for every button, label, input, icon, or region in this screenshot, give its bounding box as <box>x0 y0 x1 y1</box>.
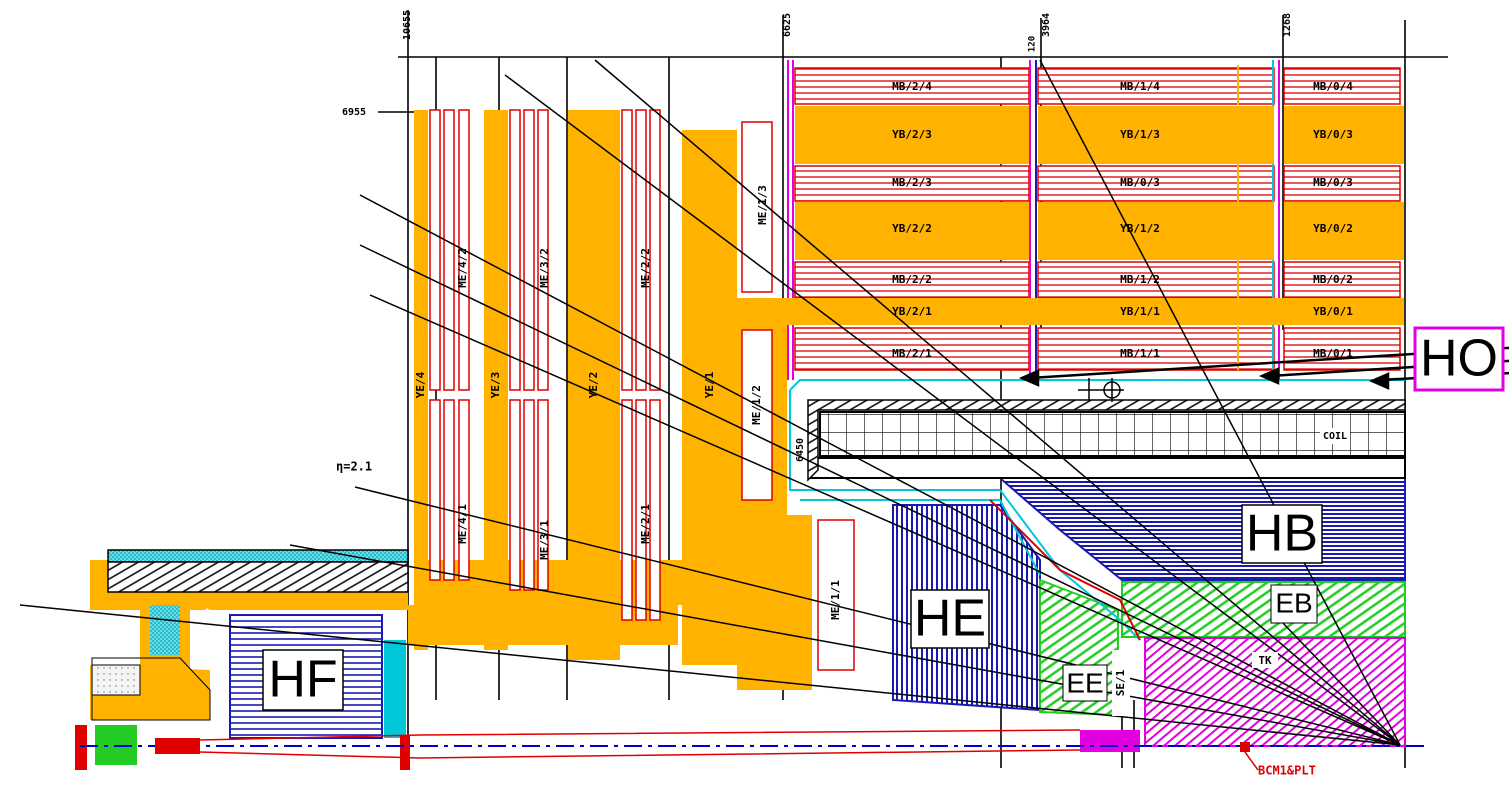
label-mb-0-1: MB/0/1 <box>1313 347 1353 360</box>
label-ho: HO <box>1420 330 1498 388</box>
yb-labels: YB/2/3 YB/1/3 YB/0/3 YB/2/2 YB/1/2 YB/0/… <box>892 128 1353 318</box>
label-mb-1-1: MB/1/1 <box>1120 347 1160 360</box>
label-mb-0-4: MB/0/4 <box>1313 80 1353 93</box>
label-ye-2: YE/2 <box>587 372 600 399</box>
label-coil: COIL <box>1323 431 1347 442</box>
label-yb-0-1: YB/0/1 <box>1313 305 1353 318</box>
mb-1-3-body <box>1037 165 1275 202</box>
label-yb-1-1: YB/1/1 <box>1120 305 1160 318</box>
label-ee: EE <box>1066 667 1103 698</box>
label-yb-2-2: YB/2/2 <box>892 222 932 235</box>
label-tk: TK <box>1258 654 1272 667</box>
dim-6450: 6450 <box>795 438 806 462</box>
crosshairs <box>1078 378 1124 402</box>
mb-2-1-body <box>794 327 1030 371</box>
mb-0-2-body <box>1283 261 1401 299</box>
label-yb-2-3: YB/2/3 <box>892 128 932 141</box>
label-mb-2-2: MB/2/2 <box>892 273 932 286</box>
eta-lines <box>19 59 1401 746</box>
barrel-muon-chambers <box>794 67 1401 371</box>
label-me-4-2: ME/4/2 <box>456 248 469 288</box>
mb-1-4-body <box>1037 67 1275 105</box>
label-mb-0-2: MB/0/2 <box>1313 273 1353 286</box>
dim-120: 120 <box>1028 36 1038 52</box>
label-me-3-2: ME/3/2 <box>538 248 551 288</box>
dim-6625: 6625 <box>782 13 793 37</box>
label-ye-3: YE/3 <box>489 372 502 399</box>
service-line <box>989 499 1141 641</box>
label-ye-4: YE/4 <box>414 371 427 398</box>
dim-6955: 6955 <box>342 107 366 118</box>
label-mb-2-1: MB/2/1 <box>892 347 932 360</box>
label-hb: HB <box>1246 505 1318 563</box>
subdetector-labels: HF HE HB HO EB EE SE/1 TK COIL BCM1&PLT <box>262 326 1505 778</box>
mb-0-1-body <box>1283 327 1401 371</box>
label-me-1-3: ME/1/3 <box>756 185 769 225</box>
wheel-gaps <box>787 60 1280 380</box>
dim-3964: 3964 <box>1041 13 1052 37</box>
endcap-labels: YE/4 YE/3 YE/2 YE/1 ME/4/2 ME/3/2 ME/2/2… <box>414 185 842 620</box>
label-yb-1-2: YB/1/2 <box>1120 222 1160 235</box>
label-hf: HF <box>268 651 337 709</box>
dim-1268: 1268 <box>1282 13 1293 37</box>
dim-10655: 10655 <box>402 10 413 40</box>
label-yb-0-2: YB/0/2 <box>1313 222 1353 235</box>
label-mb-1-3: MB/0/3 <box>1120 176 1160 189</box>
label-eb: EB <box>1275 587 1312 618</box>
mb-2-4-body <box>794 67 1030 105</box>
label-me-2-2: ME/2/2 <box>639 248 652 288</box>
label-se: SE/1 <box>1114 669 1127 696</box>
mb-1-1-body <box>1037 327 1275 371</box>
mb-0-4-body <box>1283 67 1401 105</box>
label-me-1-1: ME/1/1 <box>829 580 842 620</box>
label-yb-2-1: YB/2/1 <box>892 305 932 318</box>
label-me-4-1: ME/4/1 <box>456 504 469 544</box>
mb-labels: MB/2/4 MB/1/4 MB/0/4 MB/2/3 MB/0/3 MB/0/… <box>892 80 1353 360</box>
beam-line <box>80 729 1430 759</box>
label-ye-1: YE/1 <box>703 371 716 398</box>
label-bcm: BCM1&PLT <box>1258 764 1316 778</box>
label-me-2-1: ME/2/1 <box>639 504 652 544</box>
label-mb-1-2: MB/1/2 <box>1120 273 1160 286</box>
label-me-1-2: ME/1/2 <box>750 385 763 425</box>
label-he: HE <box>914 590 986 648</box>
barrel-yoke <box>737 106 1404 325</box>
label-mb-0-3: MB/0/3 <box>1313 176 1353 189</box>
coil-region <box>807 399 1406 482</box>
eb-region <box>1121 581 1406 638</box>
mb-2-3-body <box>794 165 1030 202</box>
label-me-3-1: ME/3/1 <box>538 520 551 560</box>
label-mb-2-4: MB/2/4 <box>892 80 932 93</box>
label-mb-1-4: MB/1/4 <box>1120 80 1160 93</box>
label-yb-1-3: YB/1/3 <box>1120 128 1160 141</box>
eta-label: η=2.1 <box>336 460 372 474</box>
label-mb-2-3: MB/2/3 <box>892 176 932 189</box>
mb-0-3-body <box>1283 165 1401 202</box>
label-yb-0-3: YB/0/3 <box>1313 128 1353 141</box>
hb-region <box>997 477 1406 581</box>
